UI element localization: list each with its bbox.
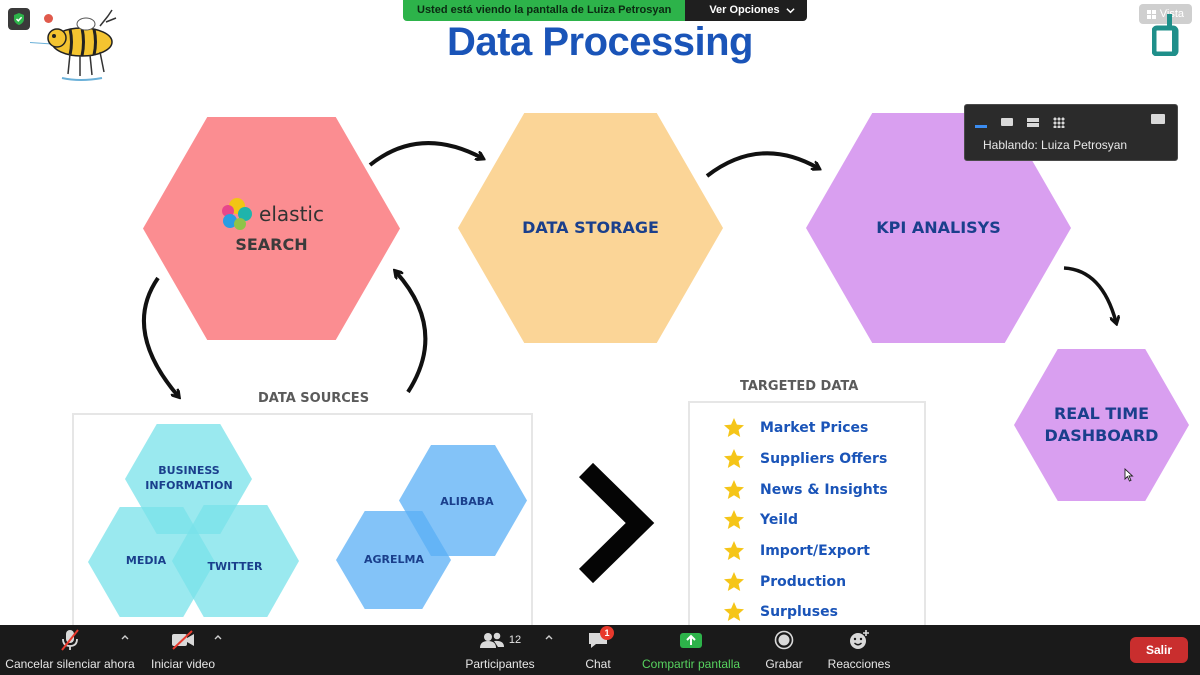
- agrelma-label: AGRELMA: [364, 553, 424, 566]
- targeted-data-item: Surpluses: [722, 597, 888, 628]
- dashboard-label-line1: REAL TIME: [1053, 404, 1150, 424]
- targeted-data-item: News & Insights: [722, 474, 888, 505]
- targeted-data-title: TARGETED DATA: [740, 379, 859, 394]
- elastic-search-label: SEARCH: [235, 235, 308, 254]
- arrow-storage-to-kpi: [705, 151, 818, 178]
- business-line2: INFORMATION: [145, 478, 233, 492]
- hex-twitter: [172, 505, 299, 617]
- star-icon: [724, 449, 744, 469]
- participants-label: Participantes: [465, 657, 535, 671]
- targeted-data-label: News & Insights: [760, 481, 888, 498]
- targeted-data-item: Production: [722, 566, 888, 597]
- mouse-cursor-icon: [1124, 468, 1134, 482]
- thumbnail-view-icon[interactable]: [1001, 118, 1013, 126]
- big-chevron-right-icon: [578, 462, 655, 584]
- side-by-side-icon[interactable]: [1151, 114, 1165, 124]
- video-label: Iniciar video: [150, 657, 216, 671]
- grid-view-icon: [1146, 9, 1156, 19]
- shield-icon[interactable]: [8, 8, 30, 30]
- slide-title: Data Processing: [447, 20, 753, 64]
- share-screen-button[interactable]: Compartir pantalla: [641, 625, 741, 675]
- chat-icon: 1: [586, 625, 614, 655]
- dashboard-label-line2: DASHBOARD: [1044, 426, 1159, 445]
- star-icon: [724, 571, 744, 591]
- record-button[interactable]: Grabar: [764, 625, 804, 675]
- reactions-icon: [848, 625, 870, 655]
- speaking-indicator: Hablando: Luiza Petrosyan: [983, 138, 1128, 152]
- brand-logo: [1152, 14, 1179, 56]
- chevron-down-icon: [786, 8, 795, 14]
- share-screen-icon: [679, 625, 703, 655]
- record-label: Grabar: [765, 657, 803, 671]
- participants-button[interactable]: 12 Participantes: [465, 625, 535, 675]
- speaker-panel-controls: [965, 105, 1177, 131]
- participants-icon: 12: [479, 625, 521, 655]
- targeted-data-item: Market Prices: [722, 413, 888, 444]
- elastic-logo-icon: [222, 198, 253, 230]
- caret-up-icon[interactable]: [213, 633, 223, 641]
- data-sources-title: DATA SOURCES: [258, 391, 370, 406]
- arrow-elastic-to-sources: [141, 276, 178, 396]
- arrow-sources-to-elastic: [396, 272, 428, 394]
- speaker-view-icon[interactable]: [1027, 117, 1039, 127]
- view-options-label: Ver Opciones: [709, 4, 780, 16]
- mic-muted-icon: [59, 625, 81, 655]
- targeted-data-label: Yeild: [760, 512, 798, 529]
- share-banner: Usted está viendo la pantalla de Luiza P…: [403, 0, 807, 21]
- star-icon: [724, 541, 744, 561]
- video-off-icon: [170, 625, 196, 655]
- exit-button[interactable]: Salir: [1130, 637, 1188, 663]
- reactions-button[interactable]: Reacciones: [827, 625, 891, 675]
- meeting-toolbar: Cancelar silenciar ahora Iniciar video 1…: [0, 625, 1200, 675]
- targeted-data-label: Production: [760, 573, 847, 590]
- targeted-data-item: Yeild: [722, 505, 888, 536]
- targeted-data-label: Import/Export: [760, 543, 870, 560]
- bee-logo: [30, 9, 117, 81]
- star-icon: [724, 479, 744, 499]
- share-message: Usted está viendo la pantalla de Luiza P…: [403, 0, 686, 21]
- hex-real-time-dashboard: REAL TIME DASHBOARD: [1014, 349, 1189, 501]
- alibaba-label: ALIBABA: [440, 495, 494, 508]
- minimize-icon[interactable]: [975, 124, 987, 128]
- mute-button[interactable]: Cancelar silenciar ahora: [5, 625, 135, 675]
- mute-label: Cancelar silenciar ahora: [5, 657, 135, 671]
- gallery-view-icon[interactable]: [1053, 116, 1065, 128]
- share-screen-label: Compartir pantalla: [641, 657, 741, 671]
- hex-elastic-search: elastic SEARCH: [143, 117, 400, 340]
- twitter-label: TWITTER: [207, 560, 263, 573]
- start-video-button[interactable]: Iniciar video: [150, 625, 216, 675]
- star-icon: [724, 510, 744, 530]
- arrow-elastic-to-storage: [368, 141, 482, 167]
- view-options-button[interactable]: Ver Opciones: [685, 0, 807, 21]
- business-information-label: BUSINESS INFORMATION: [138, 464, 240, 494]
- reactions-label: Reacciones: [827, 657, 891, 671]
- chat-label: Chat: [585, 657, 611, 671]
- targeted-data-item: Import/Export: [722, 536, 888, 567]
- record-dot-icon: [44, 14, 53, 23]
- targeted-data-label: Suppliers Offers: [760, 451, 888, 468]
- star-icon: [724, 602, 744, 622]
- participants-count: 12: [508, 634, 522, 646]
- hex-alibaba: [399, 445, 527, 556]
- targeted-data-label: Market Prices: [760, 420, 869, 437]
- kpi-label: KPI ANALISYS: [876, 218, 1001, 238]
- arrow-kpi-to-dashboard: [1063, 266, 1116, 322]
- hex-data-storage: DATA STORAGE: [458, 113, 723, 343]
- star-icon: [724, 418, 744, 438]
- caret-up-icon[interactable]: [544, 633, 554, 641]
- chat-badge: 1: [600, 626, 614, 640]
- targeted-data-item: Suppliers Offers: [722, 444, 888, 475]
- caret-up-icon[interactable]: [120, 633, 130, 641]
- business-line1: BUSINESS: [158, 464, 220, 477]
- chat-button[interactable]: 1 Chat: [580, 625, 616, 675]
- media-label: MEDIA: [125, 554, 167, 567]
- elastic-word: elastic: [259, 202, 324, 226]
- targeted-data-label: Surpluses: [760, 604, 838, 621]
- data-storage-label: DATA STORAGE: [522, 218, 659, 238]
- speaker-panel[interactable]: Hablando: Luiza Petrosyan: [964, 104, 1178, 161]
- record-icon: [774, 625, 794, 655]
